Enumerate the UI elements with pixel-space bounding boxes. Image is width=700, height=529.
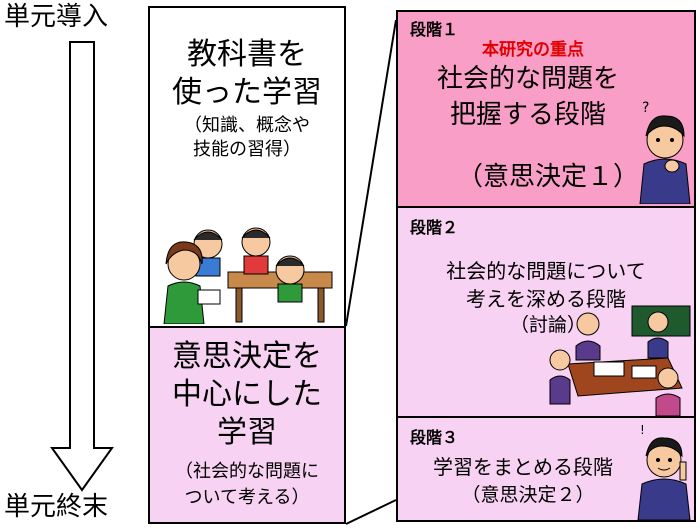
stage-2-line-2: 考えを深める段階 xyxy=(466,287,626,311)
stage-2-line-1: 社会的な問題について xyxy=(446,259,646,283)
stage-3-line-2: （意思決定２） xyxy=(461,484,595,506)
decision-title-3: 学習 xyxy=(217,415,277,450)
discussion-illustration-icon xyxy=(549,305,691,416)
connector-line-top xyxy=(345,19,397,327)
svg-text:!: ! xyxy=(640,423,645,437)
stage-1-heading: 段階１ xyxy=(410,20,459,39)
stage-2-heading: 段階２ xyxy=(410,218,459,237)
decision-title-1: 意思決定を xyxy=(172,339,322,374)
stage-3-box: 段階３ 学習をまとめる段階 （意思決定２） ! xyxy=(396,416,696,522)
unit-start-label: 単元導入 xyxy=(4,2,109,32)
idea-student-icon: ! xyxy=(637,423,691,520)
decision-sub-2: ついて考える） xyxy=(184,487,310,508)
stage-1-line-2: 把握する段階 xyxy=(449,100,606,130)
stage-1-box: 段階１ 本研究の重点 社会的な問題を 把握する段階 （意思決定１） ? xyxy=(396,10,696,208)
connector-line-bottom xyxy=(345,499,397,525)
stage-1-line-1: 社会的な問題を xyxy=(436,64,619,94)
decision-title-2: 中心にした xyxy=(172,377,322,412)
stage-2-box: 段階２ 社会的な問題について 考えを深める段階 （討論） xyxy=(396,206,696,418)
stage-1-line-3: （意思決定１） xyxy=(456,162,639,192)
textbook-title-1: 教科書を xyxy=(187,37,307,72)
thinking-student-icon: ? xyxy=(639,100,691,204)
stage-3-heading: 段階３ xyxy=(410,428,459,447)
textbook-learning-box: 教科書を 使った学習 （知識、概念や 技能の習得） xyxy=(148,6,346,328)
stage-2-line-3: （討論） xyxy=(509,314,586,336)
textbook-title-2: 使った学習 xyxy=(172,75,322,110)
down-arrow-icon xyxy=(50,41,114,492)
classroom-illustration-icon xyxy=(163,227,333,324)
stage-3-line-1: 学習をまとめる段階 xyxy=(433,455,613,479)
decision-learning-box: 意思決定を 中心にした 学習 （社会的な問題に ついて考える） xyxy=(148,326,346,524)
decision-sub-1: （社会的な問題に xyxy=(175,461,319,482)
stage-1-emphasis: 本研究の重点 xyxy=(482,40,584,60)
svg-text:?: ? xyxy=(642,100,649,116)
unit-end-label: 単元終末 xyxy=(4,492,109,522)
textbook-sub-2: 技能の習得） xyxy=(193,139,301,160)
textbook-sub-1: （知識、概念や xyxy=(184,115,310,136)
